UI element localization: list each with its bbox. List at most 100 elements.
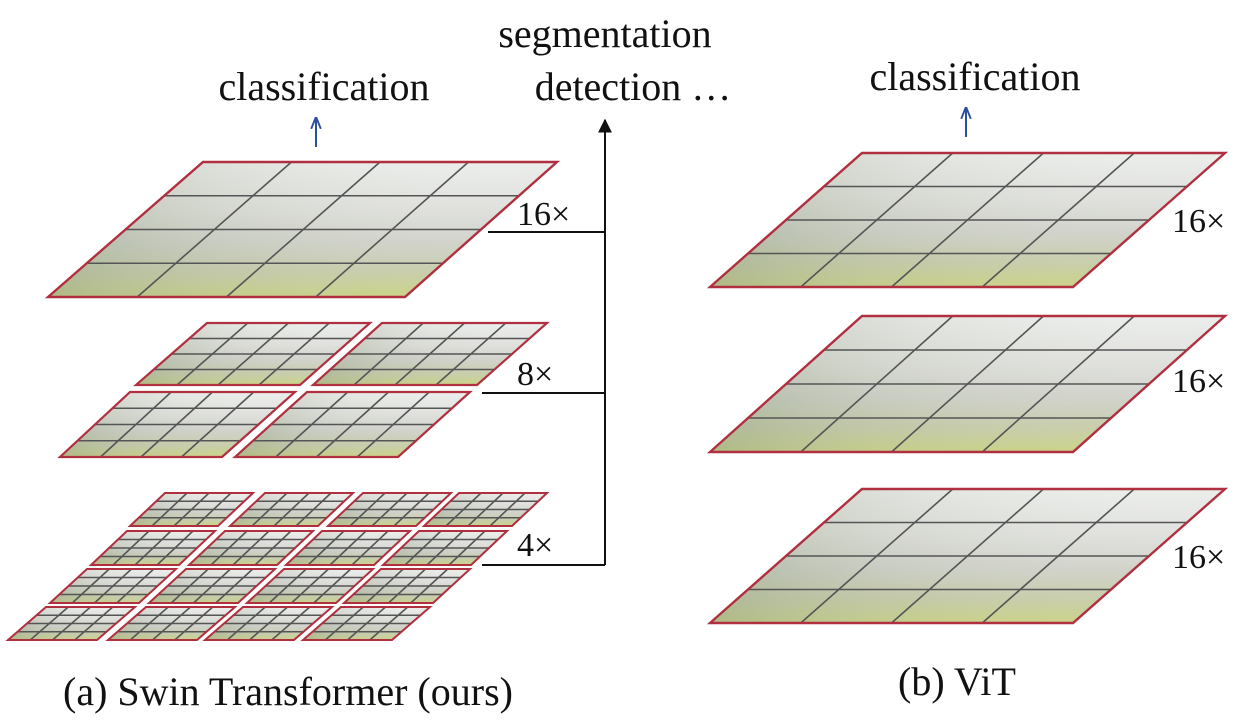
segmentation-label: segmentation [498,11,711,56]
grid-line [232,530,270,566]
grid-line [394,322,466,386]
patch-border [227,492,356,527]
swin-layer-4x-window-2-2 [186,530,316,566]
patch-border [146,568,278,604]
swin-scale-4x: 4× [517,527,553,564]
swin-layer-4x-window-3-4 [341,568,473,604]
grid-line [295,492,332,527]
patch-border [283,530,413,566]
patch-border [202,606,335,641]
swin-layer-4x-window-4-2 [105,606,238,641]
grid-line [195,492,232,527]
grid-line [410,568,449,604]
swin-caption: (a) Swin Transformer (ours) [63,669,513,714]
grid-line [890,315,1045,453]
swin-classification-label: classification [218,64,429,109]
swin-layer-4x-window-3-2 [146,568,278,604]
patch-border [232,390,473,459]
swin-layer-4x-window-3-1 [47,568,179,604]
grid-line [116,568,155,604]
grid-line [448,530,486,566]
grid-line [489,492,526,527]
swin-layer-4x-window-1-4 [421,492,550,527]
swin-layer-4x-window-4-4 [300,606,433,641]
grid-line [258,322,330,386]
grid-line [215,568,254,604]
patch-border [244,568,376,604]
grid-line [217,322,290,386]
vit-layer-2 [706,314,1229,454]
patch-border [310,321,550,387]
vit-layer-3 [706,487,1229,625]
patch-border [105,606,238,641]
grid-line [356,391,430,458]
grid-line [426,530,464,566]
patch-border [300,606,433,641]
patch-border [57,390,298,459]
swin-layer-4x-window-4-1 [5,606,138,641]
grid-line [225,161,381,298]
patch-border [88,530,218,566]
grid-line [180,391,255,458]
grid-line [890,152,1045,288]
vit-layer-1 [706,151,1229,289]
grid-line [273,492,310,527]
grid-line [51,606,92,641]
grid-line [346,606,387,641]
grid-line [151,606,192,641]
grid-line [93,568,133,604]
swin-connectors [482,118,612,566]
swin-feature-maps [5,160,561,641]
patch-border [127,492,256,527]
swin-layer-4x-window-2-4 [380,530,510,566]
grid-line [371,492,408,527]
grid-line [329,530,367,566]
vit-feature-maps [706,151,1229,625]
vit-classification-label: classification [869,54,1080,99]
grid-line [192,568,232,604]
grid-line [369,606,409,641]
patch-border [706,314,1229,454]
vit-scale-top: 16× [1172,203,1225,240]
patch-border [421,492,550,527]
grid-line [981,315,1135,453]
swin-layer-4x-window-2-3 [283,530,413,566]
patch-border [325,492,454,527]
grid-line [74,606,114,641]
patch-border [47,568,179,604]
patch-border [341,568,473,604]
patch-border [133,321,373,387]
grid-line [981,152,1135,288]
swin-layer-16x [44,160,561,299]
grid-line [313,568,352,604]
swin-layer-4x-window-1-3 [325,492,454,527]
grid-line [140,391,214,458]
grid-line [134,530,172,566]
grid-line [467,492,504,527]
grid-line [174,606,214,641]
grid-line [435,322,507,386]
swin-layer-8x-window-4 [232,390,473,459]
swin-layer-8x-window-1 [133,321,373,387]
vit-scale-middle: 16× [1172,363,1225,400]
swin-layer-8x-window-2 [310,321,550,387]
patch-border [5,606,138,641]
grid-line [173,492,210,527]
patch-border [706,151,1229,289]
grid-line [248,606,289,641]
grid-line [981,488,1135,624]
grid-line [156,530,194,566]
swin-layer-4x-window-3-3 [244,568,376,604]
grid-line [351,530,389,566]
grid-line [271,606,311,641]
patch-border [44,160,561,299]
swin-layer-4x-window-1-1 [127,492,256,527]
patch-border [380,530,510,566]
swin-layer-4x-window-4-3 [202,606,335,641]
grid-line [890,488,1045,624]
patch-border [706,487,1229,625]
swin-layer-4x-window-2-1 [88,530,218,566]
vit-scale-bottom: 16× [1172,539,1225,576]
